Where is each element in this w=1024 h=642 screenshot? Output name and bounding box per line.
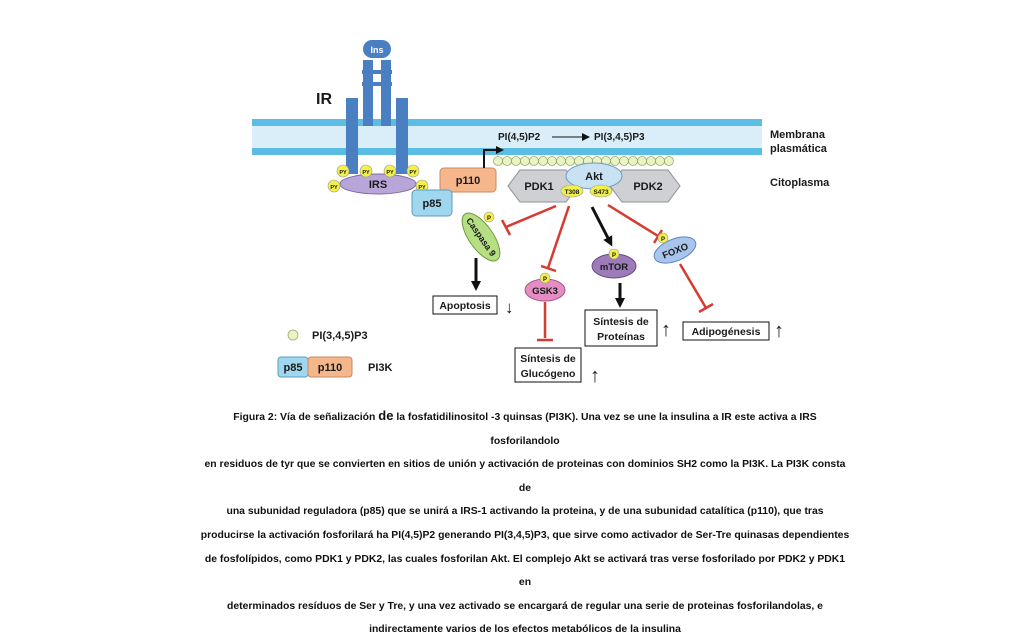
py-label: PY (386, 170, 394, 176)
py-label: PY (418, 185, 426, 191)
protein-up-arrow: ↑ (661, 319, 671, 341)
caption-line: de fosfolípidos, como PDK1 y PDK2, las c… (204, 553, 846, 589)
gsk3-label: GSK3 (532, 286, 558, 297)
py-site: PY (336, 164, 350, 178)
p-label: P (612, 253, 616, 259)
protein-label-2: Proteínas (597, 331, 645, 343)
caption-line: determinados resíduos de Ser y Tre, y un… (227, 600, 823, 612)
foxo-protein (653, 236, 697, 264)
apoptosis-label: Apoptosis (439, 300, 490, 312)
pip2-label: PI(4,5)P2 (498, 132, 541, 143)
caption-line: una subunidad reguladora (p85) que se un… (226, 506, 824, 518)
legend-p85-label: p85 (284, 362, 303, 374)
adipogenesis-box (682, 321, 770, 341)
s473-label: S473 (593, 189, 609, 196)
glycogen-up-arrow: ↑ (590, 365, 600, 387)
ins-label: Ins (370, 45, 383, 55)
glycogen-label-1: Síntesis de (520, 353, 576, 365)
apoptosis-box (432, 295, 498, 315)
irs-protein (339, 173, 417, 195)
p110-label: p110 (456, 175, 480, 187)
caption-line: en residuos de tyr que se convierten en … (204, 459, 846, 494)
p85-subunit (411, 189, 453, 217)
p-site (657, 232, 669, 244)
caption-line: indirectamente varios de los efectos met… (369, 624, 681, 636)
py-site: PY (383, 164, 397, 178)
legend-pip3-label: PI(3,4,5)P3 (312, 330, 368, 342)
p85-label: p85 (423, 198, 442, 210)
glycogen-synthesis-box (514, 347, 582, 383)
insulin-molecule: Ins (363, 40, 391, 58)
membrane-label-2: plasmática (770, 143, 828, 155)
t308-site (560, 184, 584, 198)
p-label: P (661, 237, 665, 243)
caption-line: Figura 2: Vía de señalización de la fosf… (200, 404, 850, 453)
cytoplasm-label: Citoplasma (770, 177, 830, 189)
irs-label: IRS (369, 179, 387, 191)
legend: PI(3,4,5)P3 p85 p110 PI3K (277, 329, 393, 378)
legend-pip3-dot (287, 329, 299, 341)
legend-p110-label: p110 (318, 362, 342, 374)
glycogen-label-2: Glucógeno (521, 368, 576, 380)
py-label: PY (330, 185, 338, 191)
p110-subunit (439, 167, 497, 193)
p-label: P (487, 216, 491, 222)
insulin-receptor (346, 60, 408, 174)
membrane-label-1: Membrana (770, 129, 826, 141)
plasma-membrane (252, 119, 762, 155)
akt-inhibit-gsk3 (540, 205, 571, 273)
p-site (539, 272, 551, 284)
pdk1-label: PDK1 (524, 181, 553, 193)
insulin-pathway-diagram: Membrana plasmática Citoplasma Ins IR IR… (252, 40, 830, 387)
py-site: PY (359, 164, 373, 178)
py-sites: PY PY PY PY PY PY (327, 164, 429, 193)
ir-label: IR (316, 91, 332, 108)
adipogenesis-label: Adipogénesis (692, 326, 761, 338)
pdk2-label: PDK2 (633, 181, 662, 193)
py-label: PY (339, 170, 347, 176)
protein-synthesis-box (584, 309, 658, 347)
pdk1-kinase (507, 169, 579, 203)
py-label: PY (409, 170, 417, 176)
protein-label-1: Síntesis de (593, 316, 649, 328)
caption-line1-a: Figura 2: Vía de señalización (233, 412, 376, 423)
adipogenesis-up-arrow: ↑ (774, 320, 784, 342)
p-label: P (543, 277, 547, 283)
caption-line1-b: la fosfatidilinositol -3 quinsas (PI3K).… (396, 412, 817, 447)
legend-pi3k-label: PI3K (368, 362, 393, 374)
akt-inhibit-foxo (607, 203, 664, 244)
p-site (483, 211, 495, 223)
mtor-label: mTOR (600, 262, 628, 273)
py-site: PY (406, 164, 420, 178)
akt-label: Akt (585, 171, 603, 183)
p-site (608, 248, 620, 260)
foxo-inhibit-adipogenesis (678, 263, 714, 314)
gsk3-inhibit-glycogen (537, 302, 553, 342)
akt-activate-mtor (590, 206, 613, 247)
caspasa9-protein (461, 212, 501, 262)
caption-line1-de: de (378, 408, 394, 423)
apoptosis-down-arrow: ↓ (505, 298, 514, 317)
legend-p110 (307, 356, 353, 378)
pi3k-activation-arrow (483, 146, 504, 168)
akt-inhibit-caspasa (500, 204, 557, 236)
pip3-label: PI(3,4,5)P3 (594, 132, 645, 143)
py-site: PY (327, 179, 341, 193)
s473-site (589, 184, 613, 198)
py-label: PY (362, 170, 370, 176)
t308-label: T308 (565, 189, 580, 196)
pip3-lipid-heads (493, 156, 674, 166)
figure-caption: Figura 2: Vía de señalización de la fosf… (200, 404, 850, 642)
caption-line: producirse la activación fosforilará ha … (200, 529, 850, 541)
